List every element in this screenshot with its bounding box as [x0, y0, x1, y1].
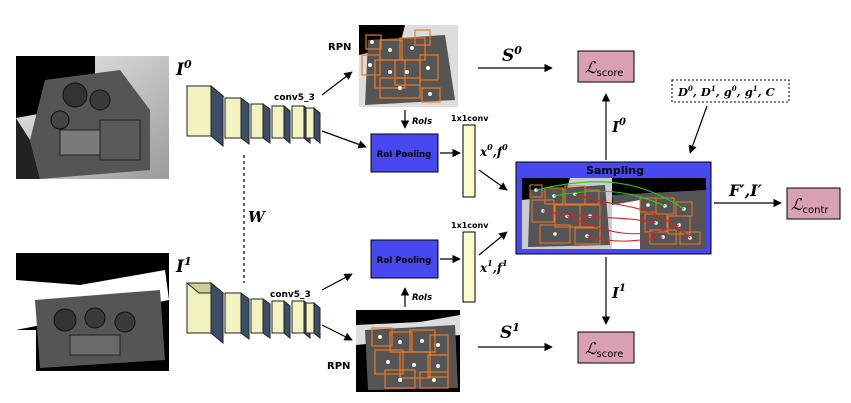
- roi-pooling-label-bottom: RoI Pooling: [377, 256, 431, 266]
- arrow-backbone-roi-top: [321, 130, 367, 149]
- rpn-image-top: [359, 25, 458, 107]
- loss-score-box-top: [577, 50, 635, 83]
- sampling-title: Sampling: [586, 164, 644, 177]
- arrow-backbone-roi-bottom: [321, 273, 353, 291]
- shared-weights-label: W: [248, 208, 267, 226]
- sampling-I-bottom-label: I1: [611, 283, 626, 302]
- arrow-backbone-rpn-bottom: [321, 324, 353, 341]
- score-label-bottom: S1: [500, 321, 520, 343]
- sampling-inputs-box: [671, 79, 790, 103]
- arrow-inputs-sampling: [688, 105, 708, 154]
- loss-score-label-top: ℒscore: [585, 58, 623, 79]
- arrow-backbone-rpn-top: [321, 71, 353, 96]
- input-image-bottom: [16, 253, 169, 371]
- input-label-top: I0: [175, 58, 192, 80]
- score-label-top: S0: [502, 44, 522, 66]
- roi-pooling-label-top: RoI Pooling: [377, 150, 431, 160]
- sampling-image: [522, 178, 706, 249]
- loss-contr-box: [786, 187, 841, 220]
- conv1x1-label-bottom: 1x1conv: [451, 221, 489, 230]
- loss-score-box-bottom: [577, 331, 635, 364]
- feature-block-top: [462, 124, 476, 198]
- roi-pooling-box-bottom: [370, 239, 439, 279]
- conv1x1-label-top: 1x1conv: [451, 114, 489, 123]
- sampling-I-top-label: I0: [611, 117, 626, 136]
- roi-pooling-box-top: [370, 133, 439, 173]
- rpn-image-bottom: [356, 310, 460, 392]
- feature-label-bottom: x1,f1: [479, 258, 508, 275]
- arrow-feat-sampling-bottom: [478, 231, 508, 256]
- input-image-top: [16, 56, 169, 179]
- rpn-label-bottom: RPN: [327, 361, 350, 372]
- input-label-bottom: I1: [175, 255, 192, 277]
- rpn-label-top: RPN: [328, 42, 351, 53]
- feature-block-bottom: [462, 231, 476, 303]
- conv5-3-label-bottom: conv5_3: [270, 290, 311, 300]
- sampling-inputs-label: D0, D1, g0, g1, C: [677, 84, 776, 99]
- loss-score-label-bottom: ℒscore: [585, 339, 623, 360]
- backbone-bottom: [185, 281, 321, 345]
- feature-label-top: x0,f0: [479, 142, 508, 159]
- rois-label-top: RoIs: [412, 117, 432, 127]
- sampling-output-label: F′,I′: [728, 181, 763, 200]
- rois-label-bottom: RoIs: [412, 293, 432, 303]
- conv5-3-label-top: conv5_3: [274, 93, 315, 103]
- arrow-feat-sampling-top: [478, 169, 508, 191]
- loss-contr-label: ℒcontr: [791, 195, 829, 216]
- backbone-top: [185, 84, 321, 148]
